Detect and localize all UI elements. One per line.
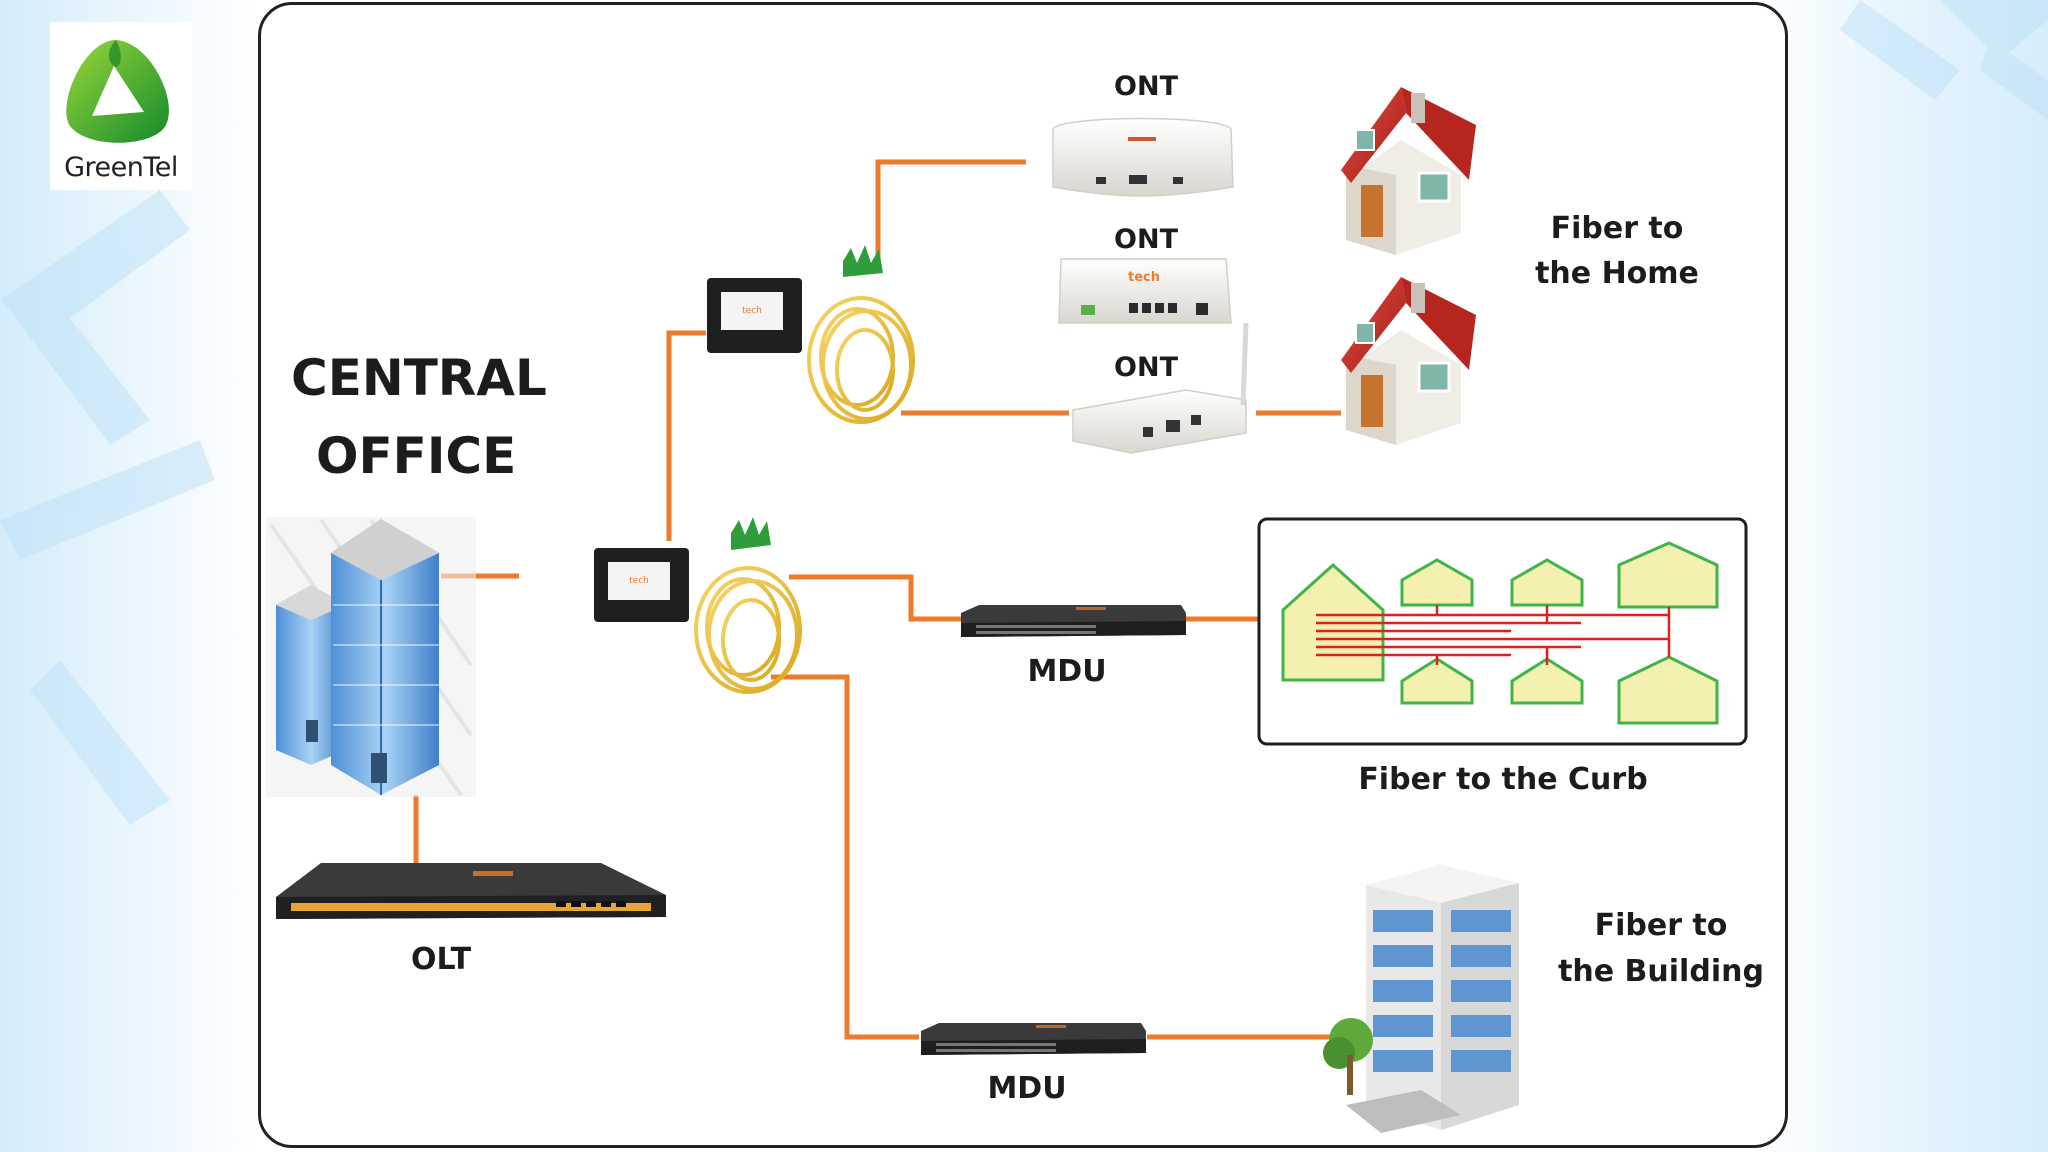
mdu-device-1 — [961, 605, 1186, 637]
mdu-label-2: MDU — [987, 1071, 1066, 1106]
fiber-splitter1-to-splitter2 — [666, 330, 706, 541]
fiber-to-mdu-1 — [789, 574, 961, 622]
ont-device-1 — [1052, 117, 1234, 197]
greentel-logo: GreenTel — [50, 22, 192, 190]
curb-distribution-lines — [1316, 605, 1671, 665]
splitter-1: tech — [594, 517, 802, 694]
ont-label-1: ONT — [1114, 71, 1179, 102]
curb-house-top-2 — [1510, 558, 1584, 607]
curb-house-bottom-2 — [1510, 657, 1584, 705]
ftth-label-line1: Fiber to — [1551, 211, 1684, 246]
fiber-to-ont-1 — [875, 159, 1026, 260]
house-icon-1 — [1341, 87, 1476, 255]
fttc-label: Fiber to the Curb — [1358, 762, 1647, 797]
apartment-building-icon — [1323, 865, 1519, 1133]
house-icon-2 — [1341, 277, 1476, 445]
fiber-network-diagram: CENTRAL OFFICE — [266, 71, 1764, 1133]
splitter-1-brand: tech — [629, 576, 649, 586]
splitter-2: tech — [707, 245, 915, 424]
ont-label-3: ONT — [1114, 352, 1179, 383]
ont-device-2: tech — [1058, 258, 1232, 324]
central-office-label-line1: CENTRAL — [291, 349, 547, 407]
fiber-lines — [413, 159, 1341, 1040]
greentel-logo-icon — [66, 40, 169, 143]
mdu-label-1: MDU — [1027, 654, 1106, 689]
central-office-building — [266, 517, 476, 797]
network-diagram-panel: CENTRAL OFFICE — [258, 2, 1788, 1148]
ont-device-3 — [1072, 322, 1249, 454]
curb-house-bottom-1 — [1400, 657, 1474, 705]
splitter-2-brand: tech — [742, 306, 762, 316]
fiber-to-mdu-2 — [771, 674, 919, 1040]
ftth-label-line2: the Home — [1535, 256, 1699, 291]
olt-device — [276, 863, 666, 919]
mdu-device-2 — [921, 1023, 1146, 1055]
fttb-label-line2: the Building — [1558, 954, 1764, 989]
greentel-brand-name: GreenTel — [64, 152, 178, 183]
curb-house-top-3 — [1617, 541, 1719, 609]
central-office-label-line2: OFFICE — [316, 427, 516, 485]
fttb-label-line1: Fiber to — [1595, 908, 1728, 943]
ont-label-2: ONT — [1114, 224, 1179, 255]
olt-label: OLT — [411, 942, 472, 977]
curb-house-bottom-3 — [1617, 655, 1719, 725]
curb-house-top-1 — [1400, 558, 1474, 607]
fttc-neighborhood-box — [1257, 517, 1748, 746]
ont-2-brand: tech — [1128, 270, 1160, 285]
